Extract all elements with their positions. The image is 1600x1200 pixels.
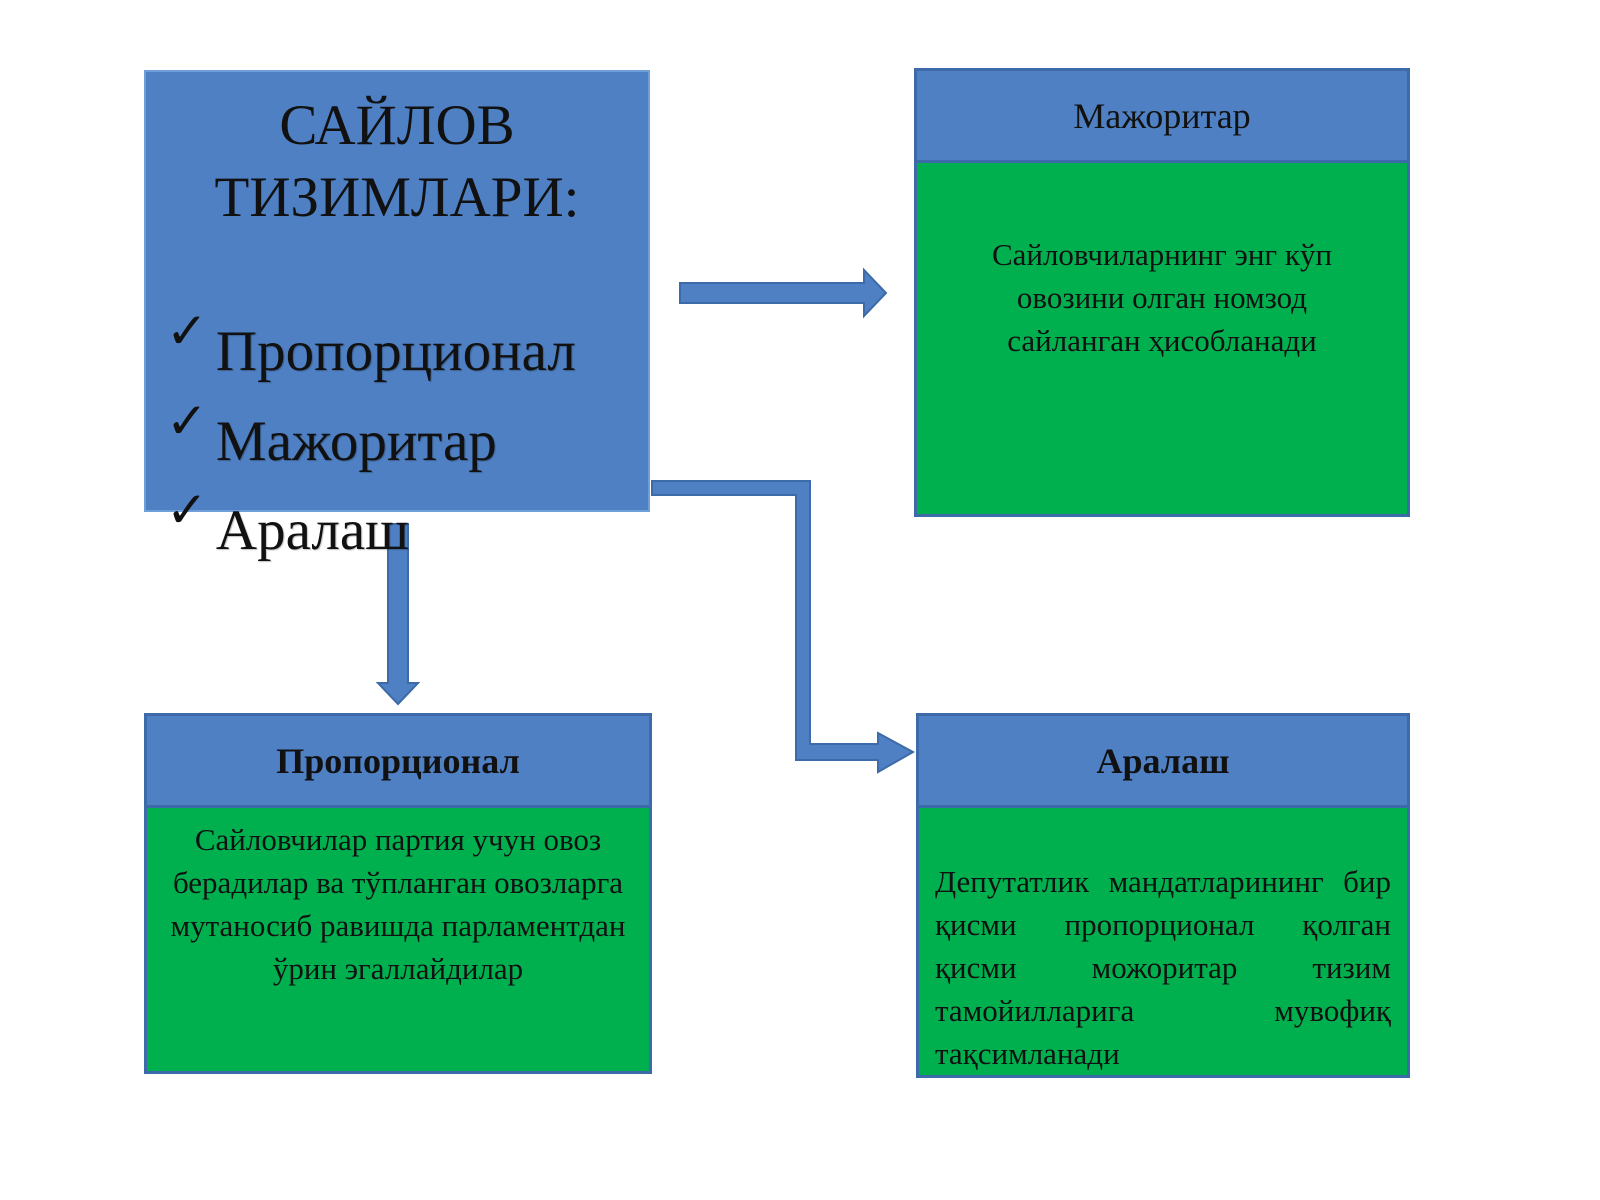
main-item-label: Аралаш <box>215 499 410 562</box>
checkmark-icon: ✓ <box>166 392 208 450</box>
proportional-text: Сайловчилар партия учун овоз берадилар в… <box>170 822 626 986</box>
arrow-to-proportional <box>375 523 421 706</box>
mixed-text: Депутатлик мандатларининг бир қисми проп… <box>935 864 1391 1071</box>
majoritar-body: Сайловчиларнинг энг кўп овозини олган но… <box>914 163 1410 517</box>
main-title: САЙЛОВ ТИЗИМЛАРИ: <box>146 90 648 234</box>
main-item-proportional: ✓Пропорционал <box>166 302 576 385</box>
proportional-header: Пропорционал <box>144 713 652 808</box>
majoritar-text: Сайловчиларнинг энг кўп овозини олган но… <box>991 237 1333 358</box>
majoritar-header: Мажоритар <box>914 68 1410 163</box>
main-item-majoritar: ✓Мажоритар <box>166 392 497 475</box>
main-item-mixed: ✓Аралаш <box>166 481 410 564</box>
arrow-to-majoritar <box>679 267 888 319</box>
checkmark-icon: ✓ <box>166 481 208 539</box>
mixed-header: Аралаш <box>916 713 1410 808</box>
proportional-body: Сайловчилар партия учун овоз берадилар в… <box>144 808 652 1074</box>
checkmark-icon: ✓ <box>166 302 208 360</box>
main-title-line2: ТИЗИМЛАРИ: <box>214 166 580 229</box>
majoritar-title: Мажоритар <box>1073 95 1251 136</box>
proportional-title: Пропорционал <box>276 740 520 781</box>
arrow-to-mixed <box>651 480 916 774</box>
main-title-line1: САЙЛОВ <box>279 94 515 157</box>
mixed-body: Депутатлик мандатларининг бир қисми проп… <box>916 808 1410 1078</box>
election-systems-box: САЙЛОВ ТИЗИМЛАРИ: ✓Пропорционал ✓Мажорит… <box>144 70 650 562</box>
main-item-label: Мажоритар <box>215 410 497 473</box>
main-item-label: Пропорционал <box>215 320 576 383</box>
mixed-title: Аралаш <box>1096 740 1230 781</box>
